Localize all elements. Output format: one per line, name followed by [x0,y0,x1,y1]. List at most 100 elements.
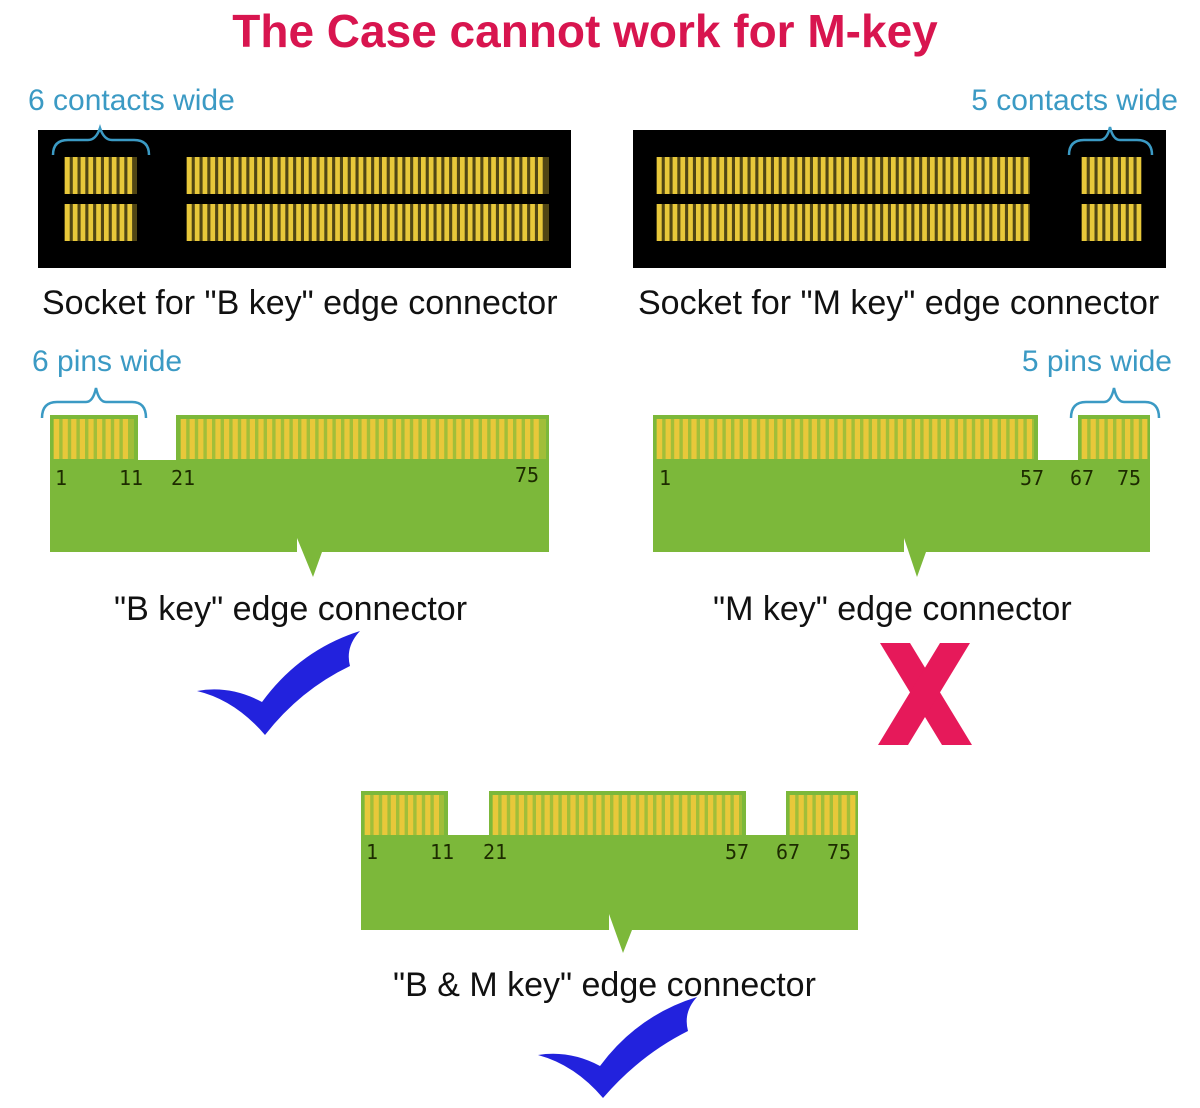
socket-contact [750,204,756,241]
socket-contact [460,204,465,241]
socket-contact [350,157,356,194]
socket-contact [382,157,387,194]
socket-contact [304,204,309,241]
socket-contact [249,204,255,241]
edge-pin [71,419,77,459]
socket-contact [319,157,325,194]
m-connector-cross-icon [878,643,972,745]
m-connector-pins [656,419,1148,459]
socket-contact [976,157,982,194]
edge-pin [224,419,230,459]
socket-contact [421,157,426,194]
edge-pin [587,795,593,835]
socket-contact [797,204,803,241]
edge-pin [647,795,653,835]
b-socket-brace [51,124,151,156]
edge-pin [493,795,499,835]
edge-pin [716,795,722,835]
socket-contact [680,204,686,241]
socket-contact [483,157,489,194]
edge-pin [54,419,60,459]
socket-contact [467,204,473,241]
b-socket-caption: Socket for "B key" edge connector [42,284,558,322]
socket-contact [844,204,849,241]
socket-contact [88,204,94,241]
socket-contact [343,204,348,241]
socket-contact [499,157,504,194]
socket-contact [296,204,301,241]
socket-contact [257,157,262,194]
edge-pin [872,419,878,459]
socket-contact [483,204,489,241]
socket-contact [241,204,247,241]
socket-contact [766,157,771,194]
edge-pin [596,795,602,835]
edge-pin [923,419,929,459]
edge-pin [433,795,439,835]
socket-contact [852,157,857,194]
edge-pin [1018,419,1024,459]
edge-pin [518,795,524,835]
socket-contact [257,204,262,241]
socket-contact [696,204,701,241]
edge-pin [690,795,696,835]
bm-connector-checkmark-icon [538,997,697,1098]
socket-contact [735,204,740,241]
socket-contact [859,157,865,194]
edge-pin [122,419,128,459]
socket-contact [65,204,70,241]
edge-pin [708,419,714,459]
socket-contact [781,157,787,194]
socket-contact [311,204,317,241]
b-connector-checkmark-icon [197,631,360,735]
socket-contact [210,157,216,194]
edge-pin [798,795,804,835]
socket-contact [750,157,756,194]
socket-contact [867,204,873,241]
socket-contact [374,157,379,194]
socket-contact [522,157,528,194]
edge-pin [1125,419,1131,459]
socket-contact [922,204,927,241]
socket-contact [405,157,411,194]
edge-pin [490,419,496,459]
edge-pin [525,419,531,459]
socket-contact [187,204,192,241]
edge-pin [889,419,895,459]
edge-pin [708,795,714,835]
socket-contact [499,204,504,241]
edge-pin [507,419,513,459]
b-socket-contacts [64,157,549,241]
socket-contact [664,157,670,194]
socket-contact [265,204,270,241]
socket-contact [805,204,810,241]
edge-pin [387,419,393,459]
socket-contact [436,157,442,194]
edge-pin [674,419,680,459]
edge-pin [579,795,585,835]
edge-pin [79,419,85,459]
socket-contact [758,157,764,194]
socket-contact [1000,157,1005,194]
socket-contact [335,204,340,241]
edge-pin [656,795,662,835]
socket-contact [875,204,881,241]
b-connector-pins [53,419,546,459]
b-socket-body [38,130,571,268]
edge-pin [378,419,384,459]
edge-pin [361,419,367,459]
socket-contact [358,157,364,194]
socket-contact [969,204,974,241]
edge-pin [897,419,903,459]
pin-label: 11 [430,840,455,864]
socket-contact [233,157,239,194]
b-socket-annotation: 6 contacts wide [28,84,235,117]
socket-contact [680,157,686,194]
edge-pin [906,419,912,459]
socket-contact [265,157,270,194]
pin-label: 67 [1070,466,1095,490]
edge-pin [733,795,739,835]
socket-contact [436,204,442,241]
socket-contact [460,157,465,194]
